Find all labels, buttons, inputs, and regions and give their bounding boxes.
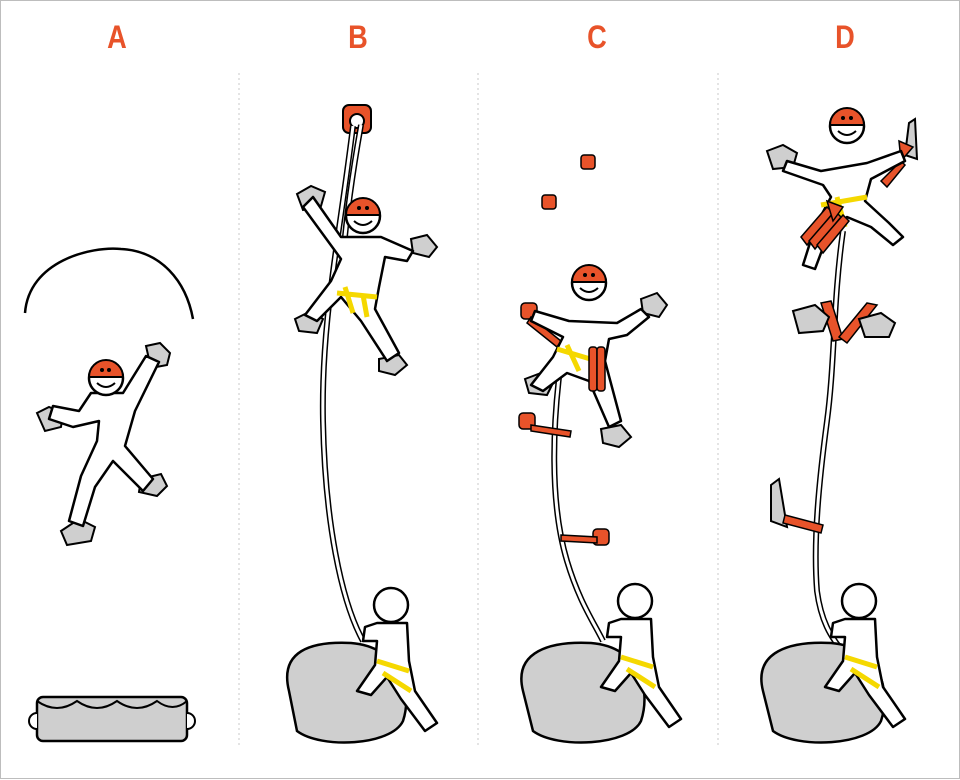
hold bbox=[409, 233, 439, 259]
rope bbox=[551, 360, 606, 643]
wall-outline bbox=[23, 247, 195, 320]
gear-rack-icon bbox=[588, 346, 606, 392]
belayer-head bbox=[840, 582, 878, 620]
gear-rack-icon bbox=[800, 199, 851, 255]
belayer-head bbox=[616, 582, 654, 620]
helmet-icon bbox=[828, 107, 866, 126]
panel-label-a: A bbox=[107, 19, 127, 55]
harness-icon bbox=[376, 658, 413, 694]
panel-label-c: C bbox=[587, 19, 607, 55]
belayer-head bbox=[372, 586, 410, 624]
panel-a bbox=[23, 247, 196, 743]
climber-body bbox=[301, 195, 415, 363]
bolt-icon bbox=[541, 154, 596, 210]
quickdraw-icon bbox=[782, 139, 915, 534]
panel-dividers bbox=[238, 73, 719, 746]
helmet-icon bbox=[344, 197, 382, 216]
harness-icon bbox=[620, 654, 657, 690]
climber-body bbox=[781, 149, 907, 271]
hold bbox=[857, 311, 897, 338]
panel-label-b: B bbox=[348, 19, 368, 55]
harness-icon bbox=[336, 286, 378, 318]
crash-pad-icon bbox=[28, 695, 196, 743]
hold bbox=[599, 423, 633, 449]
panel-c bbox=[518, 154, 683, 744]
panel-d bbox=[760, 107, 919, 744]
panel-b bbox=[286, 104, 439, 744]
piton-icon bbox=[770, 117, 919, 529]
helmet-icon bbox=[570, 264, 608, 283]
helmet-icon bbox=[87, 359, 125, 378]
climber-body bbox=[47, 354, 161, 528]
hold bbox=[791, 303, 831, 335]
harness-icon bbox=[844, 654, 881, 690]
rope bbox=[812, 230, 846, 651]
panel-label-d: D bbox=[835, 19, 855, 55]
